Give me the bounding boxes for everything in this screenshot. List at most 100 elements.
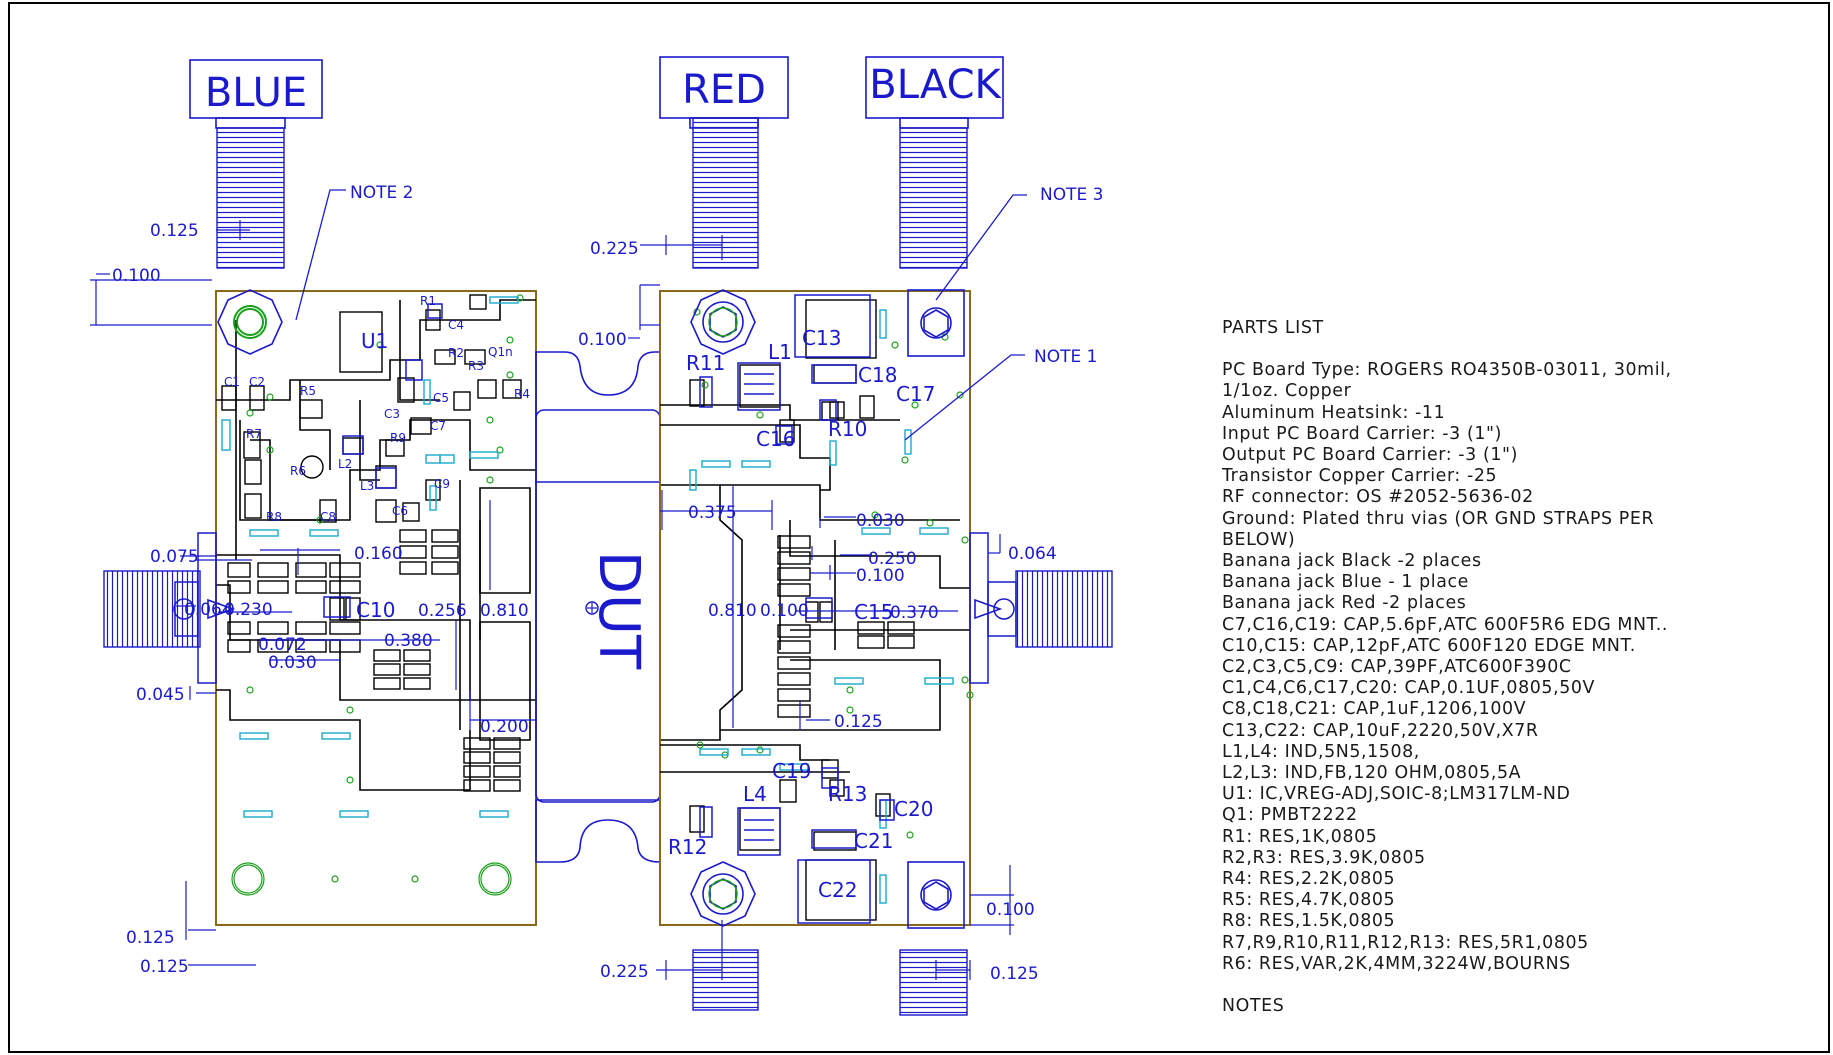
- dut-flange-bottom: [535, 799, 661, 863]
- dim-0072: 0.072: [258, 635, 307, 655]
- dim-0030-left: 0.030: [268, 653, 317, 673]
- ref-c19: C19: [772, 759, 811, 783]
- blue-label: BLUE: [205, 70, 307, 116]
- parts-line: L1,L4: IND,5N5,1508,: [1222, 741, 1420, 762]
- black-jack-pad-bottom: [907, 861, 965, 929]
- red-post-bottom: [692, 949, 759, 1011]
- black-label: BLACK: [869, 62, 1002, 108]
- parts-line: Banana jack Blue - 1 place: [1222, 572, 1469, 593]
- dim-0230: 0.230: [224, 600, 273, 620]
- ref-r9: R9: [390, 431, 406, 445]
- parts-line: Banana jack Black -2 places: [1222, 551, 1482, 572]
- l4-body: [737, 807, 781, 856]
- dim-0100-center: 0.100: [760, 601, 809, 621]
- parts-line: 1/1oz. Copper: [1222, 381, 1352, 402]
- dim-0100-left: 0.100: [112, 266, 161, 286]
- parts-line: R2,R3: RES,3.9K,0805: [1222, 847, 1426, 868]
- ref-q1: Q1n: [488, 345, 513, 359]
- ref-c6: C6: [392, 504, 408, 518]
- dim-0375: 0.375: [688, 503, 737, 523]
- ref-r12: R12: [668, 835, 707, 859]
- ref-c4: C4: [448, 318, 464, 332]
- ref-r2: R2: [448, 346, 464, 360]
- parts-list: PARTS LIST PC Board Type: ROGERS RO4350B…: [1222, 318, 1672, 1017]
- ref-r4: R4: [514, 387, 530, 401]
- dut-label: DUT: [586, 551, 651, 670]
- dim-0100-br: 0.100: [986, 900, 1035, 920]
- ref-l4: L4: [743, 782, 767, 806]
- parts-line: PC Board Type: ROGERS RO4350B-03011, 30m…: [1222, 360, 1672, 381]
- black-post-bottom: [899, 949, 968, 1016]
- rf-out-flange: [969, 532, 989, 684]
- parts-line: C7,C16,C19: CAP,5.6pF,ATC 600F5R6 EDG MN…: [1222, 614, 1669, 635]
- ref-l2: L2: [338, 457, 352, 471]
- ref-c2: C2: [249, 375, 265, 389]
- ref-c1: C1: [224, 375, 240, 389]
- c13-body: [794, 294, 871, 358]
- notes-title: NOTES: [1222, 996, 1285, 1017]
- ref-c8: C8: [320, 510, 336, 524]
- black-post: [899, 127, 968, 269]
- note2-text: NOTE 2: [350, 183, 413, 203]
- ref-r10: R10: [828, 417, 867, 441]
- parts-line: Q1: PMBT2222: [1222, 805, 1358, 826]
- ref-c7: C7: [430, 419, 446, 433]
- dim-0160: 0.160: [354, 544, 403, 564]
- parts-line: U1: IC,VREG-ADJ,SOIC-8;LM317LM-ND: [1222, 784, 1571, 805]
- ref-r8: R8: [266, 510, 282, 524]
- dim-0125-right: 0.125: [834, 712, 883, 732]
- dim-0200: 0.200: [480, 717, 529, 737]
- sheet-border: [8, 2, 1830, 1053]
- ref-c9: C9: [434, 477, 450, 491]
- dim-0225-top: 0.225: [590, 239, 639, 259]
- dim-0380: 0.380: [384, 631, 433, 651]
- dim-0810-left: 0.810: [480, 601, 529, 621]
- red-post: [692, 117, 759, 269]
- ref-r3: R3: [468, 359, 484, 373]
- black-jack-pad: [907, 289, 965, 357]
- parts-line: BELOW): [1222, 529, 1296, 550]
- parts-line: C8,C18,C21: CAP,1uF,1206,100V: [1222, 699, 1527, 720]
- dim-0100-mid: 0.100: [578, 330, 627, 350]
- parts-line: R1: RES,1K,0805: [1222, 826, 1378, 847]
- ref-c20: C20: [894, 797, 933, 821]
- parts-line: C10,C15: CAP,12pF,ATC 600F120 EDGE MNT.: [1222, 635, 1636, 656]
- ref-r13: R13: [828, 782, 867, 806]
- red-label: RED: [682, 67, 766, 113]
- parts-line: Ground: Plated thru vias (OR GND STRAPS …: [1222, 508, 1655, 529]
- note1-text: NOTE 1: [1034, 347, 1097, 367]
- parts-line: RF connector: OS #2052-5636-02: [1222, 487, 1534, 508]
- c22-body: [797, 859, 871, 924]
- red-jack-hex: [690, 289, 756, 355]
- parts-line: Banana jack Red -2 places: [1222, 593, 1467, 614]
- ref-c22: C22: [818, 878, 857, 902]
- dim-0225-bottom: 0.225: [600, 962, 649, 982]
- dim-0250: 0.250: [868, 549, 917, 569]
- rf-out-connector: [1015, 570, 1113, 648]
- dim-0125-br: 0.125: [990, 964, 1039, 984]
- ref-r6: R6: [290, 464, 306, 478]
- parts-line: R6: RES,VAR,2K,4MM,3224W,BOURNS: [1222, 953, 1571, 974]
- ref-c17: C17: [896, 382, 935, 406]
- l1-body: [737, 362, 781, 411]
- ref-r5: R5: [300, 384, 316, 398]
- dim-0100-right: 0.100: [856, 566, 905, 586]
- parts-line: R4: RES,2.2K,0805: [1222, 869, 1396, 890]
- dim-0125-bl2: 0.125: [140, 957, 189, 977]
- blue-jack-hex: [217, 289, 283, 355]
- ref-u1: U1: [361, 329, 388, 353]
- ref-c10: C10: [356, 598, 395, 622]
- note3-leader: [935, 194, 1027, 301]
- dim-0810-right: 0.810: [708, 601, 757, 621]
- parts-line: Input PC Board Carrier: -3 (1"): [1222, 423, 1503, 444]
- red-jack-hex-bottom: [690, 861, 756, 927]
- dim-0075: 0.075: [150, 547, 199, 567]
- dim-0064-right: 0.064: [1008, 544, 1057, 564]
- ref-l1: L1: [768, 340, 792, 364]
- note1-leader: [904, 354, 1025, 441]
- ref-c13: C13: [802, 326, 841, 350]
- parts-line: R7,R9,R10,R11,R12,R13: RES,5R1,0805: [1222, 932, 1589, 953]
- dut-flange-top: [535, 351, 661, 483]
- note2-leader: [295, 189, 346, 321]
